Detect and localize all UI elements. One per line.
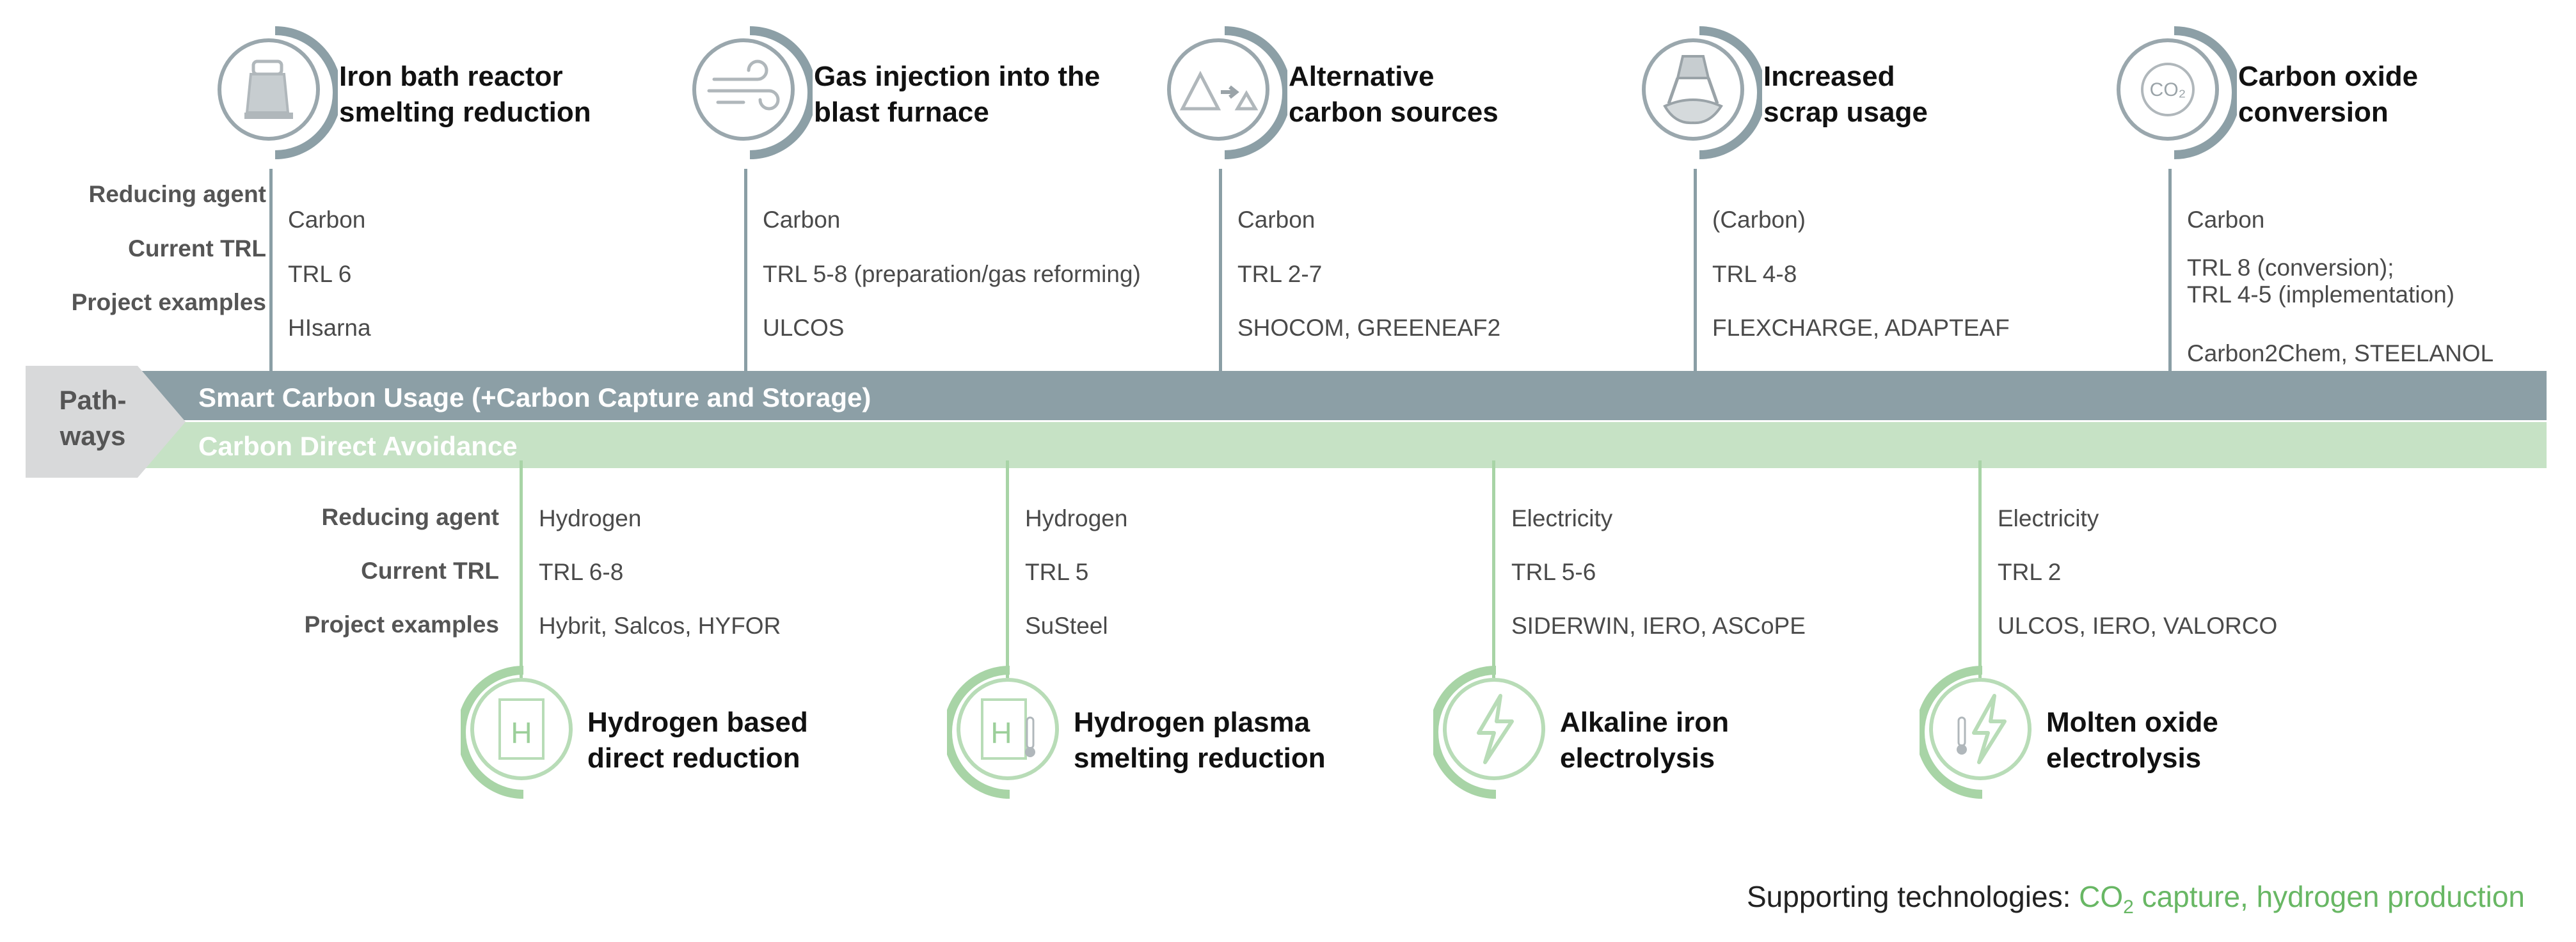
tech-title: Iron bath reactor smelting reduction <box>339 61 591 128</box>
svg-text:H: H <box>990 716 1012 750</box>
reducing-agent-value: Electricity <box>1511 505 1613 531</box>
row-label-reducing-agent: Reducing agent <box>88 181 266 207</box>
ring-accent <box>2174 26 2237 159</box>
scrap-crane-icon <box>1642 38 1744 141</box>
connector-line <box>520 460 523 678</box>
tech-gas-injection: Gas injection into the blast furnace Car… <box>692 26 1153 386</box>
ring-accent <box>1433 666 1497 799</box>
connector-line <box>269 169 273 386</box>
svg-text:CO₂: CO₂ <box>2150 79 2186 100</box>
project-examples-value: Hybrit, Salcos, HYFOR <box>539 613 781 639</box>
connector-line <box>1978 460 1982 678</box>
trl-value: TRL 2 <box>1998 559 2062 585</box>
tech-title: Hydrogen based direct reduction <box>587 707 808 774</box>
project-examples-value: Carbon2Chem, STEELANOL <box>2187 340 2494 366</box>
project-examples-value: SHOCOM, GREENEAF2 <box>1237 315 1501 341</box>
direct-avoidance-label: Carbon Direct Avoidance <box>198 431 518 461</box>
reactor-icon <box>218 38 320 141</box>
reducing-agent-value: Carbon <box>763 207 841 233</box>
connector-line <box>744 169 747 386</box>
thermometer-lightning-icon <box>1929 678 2031 780</box>
row-label-reducing-agent-bottom: Reducing agent <box>321 504 499 530</box>
ring-accent <box>947 666 1010 799</box>
ring-accent <box>749 26 813 159</box>
reducing-agent-value: Hydrogen <box>539 505 642 531</box>
ring-accent <box>1224 26 1287 159</box>
direct-avoidance-band <box>134 422 2547 468</box>
triangles-arrow-icon <box>1167 38 1269 141</box>
trl-value-line2: TRL 4-5 (implementation) <box>2187 281 2455 308</box>
reducing-agent-value: Carbon <box>1237 207 1316 233</box>
project-examples-value: SuSteel <box>1025 613 1108 639</box>
reducing-agent-value: Hydrogen <box>1025 505 1128 531</box>
ring-accent <box>1699 26 1762 159</box>
tech-hydrogen-plasma: H Hydrogen plasma smelting reduction Hyd… <box>947 460 1464 819</box>
trl-value: TRL 6 <box>288 261 352 287</box>
svg-text:H: H <box>511 716 532 750</box>
trl-value: TRL 5-8 (preparation/gas reforming) <box>763 261 1141 287</box>
ring-accent <box>1920 666 1983 799</box>
gas-flow-icon <box>692 38 795 141</box>
project-examples-value: SIDERWIN, IERO, ASCoPE <box>1511 613 1806 639</box>
supporting-prefix: Supporting technologies: <box>1746 880 2079 913</box>
supporting-rest: capture, hydrogen production <box>2133 880 2525 913</box>
tech-title: Molten oxide electrolysis <box>2046 707 2218 774</box>
project-examples-value: ULCOS, IERO, VALORCO <box>1998 613 2278 639</box>
pathways-label: Path- ways <box>59 385 127 451</box>
trl-value: TRL 6-8 <box>539 559 624 585</box>
tech-title: Alternative carbon sources <box>1289 61 1499 128</box>
tech-title: Hydrogen plasma smelting reduction <box>1074 707 1326 774</box>
connector-line <box>1219 169 1222 386</box>
co2-icon: CO₂ <box>2117 38 2219 141</box>
supporting-technologies: Supporting technologies: CO2 capture, hy… <box>1747 879 2525 918</box>
trl-value: TRL 4-8 <box>1712 261 1797 287</box>
trl-value: TRL 5-6 <box>1511 559 1596 585</box>
connector-line <box>2168 169 2172 386</box>
row-label-project-examples-bottom: Project examples <box>304 611 499 638</box>
tech-increased-scrap: Increased scrap usage (Carbon) TRL 4-8 F… <box>1642 26 2103 386</box>
tech-title: Gas injection into the blast furnace <box>814 61 1101 128</box>
trl-value: TRL 2-7 <box>1237 261 1323 287</box>
project-examples-value: HIsarna <box>288 315 371 341</box>
reducing-agent-value: (Carbon) <box>1712 207 1806 233</box>
smart-carbon-band <box>134 371 2547 420</box>
tech-iron-bath-reactor: Iron bath reactor smelting reduction Car… <box>218 26 678 386</box>
project-examples-value: ULCOS <box>763 315 845 341</box>
hydrogen-thermometer-icon: H <box>957 678 1059 780</box>
connector-line <box>1694 169 1697 386</box>
ring-accent <box>461 666 524 799</box>
connector-line <box>1492 460 1495 678</box>
smart-carbon-label: Smart Carbon Usage (+Carbon Capture and … <box>198 382 871 412</box>
project-examples-value: FLEXCHARGE, ADAPTEAF <box>1712 315 2010 341</box>
tech-title: Alkaline iron electrolysis <box>1560 707 1729 774</box>
trl-value: TRL 5 <box>1025 559 1089 585</box>
tech-title: Increased scrap usage <box>1763 61 1928 128</box>
reducing-agent-value: Carbon <box>2187 207 2265 233</box>
reducing-agent-value: Carbon <box>288 207 366 233</box>
tech-molten-oxide-electrolysis: Molten oxide electrolysis Electricity TR… <box>1920 460 2437 819</box>
supporting-co2: CO <box>2079 880 2124 913</box>
lightning-icon <box>1443 678 1545 780</box>
row-label-current-trl: Current TRL <box>128 235 266 262</box>
connector-line <box>1006 460 1009 678</box>
hydrogen-element-icon: H <box>470 678 573 780</box>
tech-hydrogen-direct-reduction: H Hydrogen based direct reduction Hydrog… <box>461 460 978 819</box>
reducing-agent-value: Electricity <box>1998 505 2099 531</box>
ring-accent <box>274 26 338 159</box>
tech-alternative-carbon: Alternative carbon sources Carbon TRL 2-… <box>1167 26 1628 386</box>
tech-alkaline-iron-electrolysis: Alkaline iron electrolysis Electricity T… <box>1433 460 1950 819</box>
tech-carbon-oxide-conversion: CO₂ Carbon oxide conversion Carbon TRL 8… <box>2117 26 2558 386</box>
supporting-co2-subscript: 2 <box>2123 897 2134 918</box>
trl-value: TRL 8 (conversion); <box>2187 255 2394 281</box>
row-label-current-trl-bottom: Current TRL <box>361 558 499 584</box>
row-label-project-examples: Project examples <box>71 289 266 315</box>
tech-title: Carbon oxide conversion <box>2238 61 2419 128</box>
